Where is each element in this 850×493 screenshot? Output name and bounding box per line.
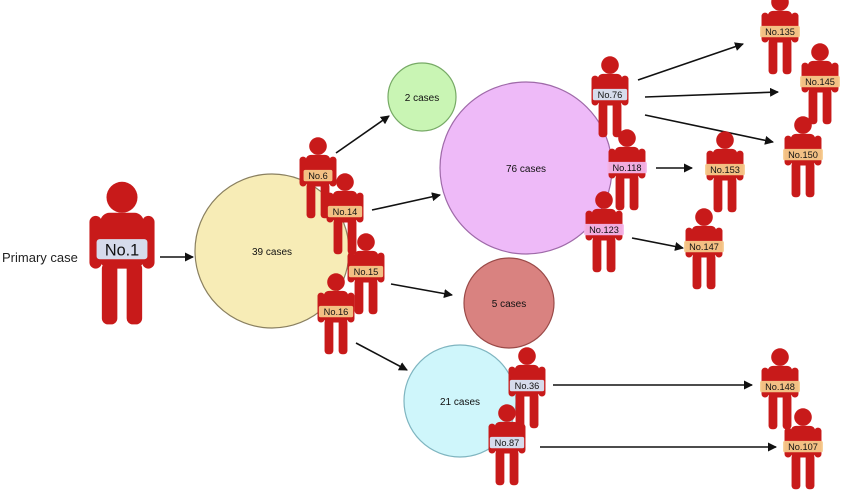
case-label: No.153	[710, 165, 740, 175]
case-label: No.148	[765, 382, 795, 392]
person-p76: No.76	[591, 56, 629, 138]
arrow-p6-to-c2	[335, 115, 390, 154]
arrow-p15-to-c5	[390, 283, 453, 299]
person-p14: No.14	[326, 173, 364, 255]
case-tag	[327, 205, 363, 218]
person-p153: No.153	[705, 131, 745, 213]
cluster-label: 21 cases	[440, 397, 480, 408]
case-label: No.123	[589, 225, 619, 235]
arrows-layer	[160, 42, 779, 452]
cluster-label: 2 cases	[405, 93, 439, 104]
person-p16: No.16	[317, 273, 355, 355]
person-p145: No.145	[800, 43, 840, 125]
arrow-p16-to-c21	[355, 342, 408, 371]
person-p135: No.135	[760, 0, 800, 75]
case-tag	[96, 239, 148, 260]
cluster-circle	[463, 257, 555, 349]
case-label: No.87	[495, 438, 520, 448]
arrow-p123-to-p147	[631, 237, 684, 251]
person-p15: No.15	[347, 233, 385, 315]
arrow-p14-to-c76	[371, 192, 441, 211]
clusters-layer: 39 cases 2 cases 76 cases 5 cases 21 cases	[194, 62, 613, 458]
case-tag	[800, 75, 840, 88]
case-label: No.1	[105, 241, 139, 259]
person-p148: No.148	[760, 348, 800, 430]
person-p6: No.6	[299, 137, 337, 219]
cluster-circle	[387, 62, 457, 132]
case-tag	[705, 163, 745, 176]
case-tag	[783, 148, 823, 161]
cluster-c2: 2 cases	[387, 62, 457, 132]
case-tag	[303, 169, 333, 182]
primary-case-label: Primary case	[2, 250, 78, 265]
arrow-p76-to-p150	[644, 114, 774, 145]
case-tag	[592, 88, 628, 101]
person-p150: No.150	[783, 116, 823, 198]
case-label: No.150	[788, 150, 818, 160]
case-tag	[607, 161, 647, 174]
case-label: No.16	[324, 307, 349, 317]
case-tag	[348, 265, 384, 278]
case-label: No.135	[765, 27, 795, 37]
case-tag	[760, 25, 800, 38]
person-p107: No.107	[783, 408, 823, 490]
arrow-p76-to-p135	[637, 42, 744, 81]
case-tag	[584, 223, 624, 236]
person-p36: No.36	[508, 347, 546, 429]
case-label: No.6	[308, 171, 328, 181]
case-tag	[783, 440, 823, 453]
case-tag	[509, 379, 545, 392]
case-label: No.15	[354, 267, 379, 277]
cluster-label: 39 cases	[252, 247, 292, 258]
case-tag	[318, 305, 354, 318]
cluster-label: 76 cases	[506, 164, 546, 175]
arrow-p76-to-p145	[644, 87, 779, 98]
case-label: No.76	[598, 90, 623, 100]
cluster-c5: 5 cases	[463, 257, 555, 349]
cluster-label: 5 cases	[492, 299, 526, 310]
case-label: No.147	[689, 242, 719, 252]
case-label: No.14	[333, 207, 358, 217]
person-p1: No.1	[89, 181, 155, 325]
case-tag	[684, 240, 724, 253]
case-label: No.118	[612, 163, 641, 173]
case-label: No.107	[788, 442, 818, 452]
case-tag	[489, 436, 525, 449]
case-tag	[760, 380, 800, 393]
case-label: No.36	[515, 381, 540, 391]
person-p87: No.87	[488, 404, 526, 486]
case-label: No.145	[805, 77, 835, 87]
person-p147: No.147	[684, 208, 724, 290]
person-p118: No.118	[607, 129, 647, 211]
person-p123: No.123	[584, 191, 624, 273]
